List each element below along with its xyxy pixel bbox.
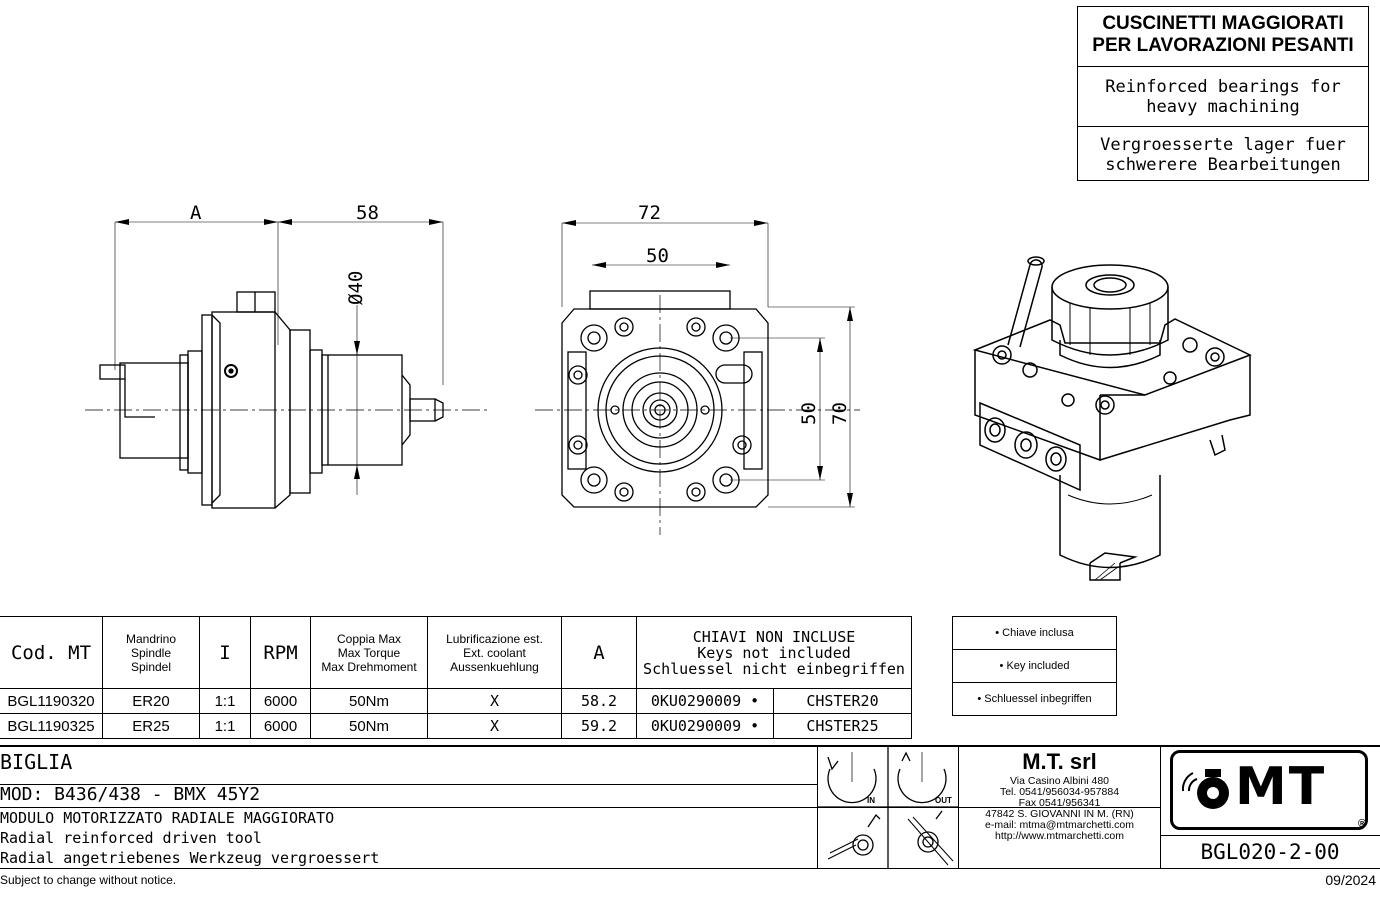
header-a: A <box>561 616 637 689</box>
spec-table: Cod. MT Mandrino Spindle Spindel I RPM C… <box>0 616 912 739</box>
front-view-drawing: 72 50 50 70 <box>535 202 860 535</box>
divider <box>958 745 959 868</box>
header-spindle-de: Spindel <box>130 659 172 674</box>
title-de-line2: schwerere Bearbeitungen <box>1105 155 1341 175</box>
header-spindle: Mandrino Spindle Spindel <box>102 616 200 689</box>
company-phone: Tel. 0541/956034-957884 <box>999 786 1120 798</box>
header-keys-it: CHIAVI NON INCLUSE <box>692 627 856 646</box>
registered-mark: ® <box>1358 818 1367 830</box>
divider <box>0 807 1160 808</box>
company-email: e-mail: mtma@mtmarchetti.com <box>985 819 1134 831</box>
description-it: MODULO MOTORIZZATO RADIALE MAGGIORATO <box>0 809 335 827</box>
rotation-out-arrow-icon <box>901 751 911 762</box>
title-english: Reinforced bearings for heavy machining <box>1078 67 1368 127</box>
row2-cod: BGL1190325 <box>0 713 103 739</box>
change-notice: Subject to change without notice. <box>0 873 177 887</box>
row1-ratio: 1:1 <box>199 688 251 714</box>
row2-spindle: ER25 <box>102 713 200 739</box>
drawing-code: BGL020-2-00 <box>1200 840 1340 864</box>
company-website: http://www.mtmarchetti.com <box>995 830 1124 842</box>
rotation-in-arrow-icon <box>827 756 839 771</box>
row1-a: 58.2 <box>561 688 637 714</box>
mt-logo-emblem-icon <box>1181 769 1229 809</box>
dim-a-label: A <box>190 202 202 224</box>
header-keys-en: Keys not included <box>697 643 851 662</box>
header-ratio: I <box>199 616 251 689</box>
machine-name: BIGLIA <box>0 750 73 774</box>
bottom-block-top-border <box>0 745 1380 747</box>
mt-logo-text: MT <box>1235 757 1327 817</box>
row2-a: 59.2 <box>561 713 637 739</box>
row1-coolant: X <box>427 688 562 714</box>
title-it-line2: PER LAVORAZIONI PESANTI <box>1092 35 1354 56</box>
table-row: BGL1190320 ER20 1:1 6000 50Nm X 58.2 0KU… <box>0 688 912 714</box>
row2-torque: 50Nm <box>310 713 428 739</box>
dim-58-label: 58 <box>356 202 379 224</box>
divider <box>1160 745 1161 868</box>
side-view-drawing: A 58 Ø40 <box>85 202 490 509</box>
header-coolant-en: Ext. coolant <box>463 645 526 660</box>
header-cod: Cod. MT <box>0 616 103 689</box>
header-spindle-it: Mandrino <box>125 631 177 646</box>
isometric-view-drawing <box>972 256 1252 581</box>
divider <box>0 868 1380 869</box>
title-en-line2: heavy machining <box>1146 97 1300 117</box>
legend-it: • Chiave inclusa <box>953 617 1116 650</box>
legend-de: • Schluessel inbegriffen <box>977 693 1092 705</box>
description-de: Radial angetriebenes Werkzeug vergroesse… <box>0 849 380 867</box>
title-german: Vergroesserte lager fuer schwerere Bearb… <box>1078 127 1368 182</box>
header-keys: CHIAVI NON INCLUSE Keys not included Sch… <box>636 616 912 689</box>
header-coolant: Lubrificazione est. Ext. coolant Aussenk… <box>427 616 562 689</box>
rotation-in-label: IN <box>867 796 875 805</box>
row2-rpm: 6000 <box>250 713 311 739</box>
rotation-out-label: OUT <box>935 796 952 805</box>
title-box: CUSCINETTI MAGGIORATI PER LAVORAZIONI PE… <box>1077 6 1369 181</box>
key-legend: • Chiave inclusa • Key included • Schlue… <box>952 616 1117 716</box>
title-de-line1: Vergroesserte lager fuer <box>1100 135 1346 155</box>
dim-50-top-label: 50 <box>646 245 669 267</box>
header-rpm: RPM <box>250 616 311 689</box>
divider <box>0 784 817 785</box>
title-it-line1: CUSCINETTI MAGGIORATI <box>1102 13 1344 34</box>
row2-ratio: 1:1 <box>199 713 251 739</box>
legend-en: • Key included <box>953 650 1116 683</box>
row1-key1: 0KU0290009 • <box>636 688 774 714</box>
header-coolant-it: Lubrificazione est. <box>446 631 543 646</box>
model-name: MOD: B436/438 - BMX 45Y2 <box>0 784 261 805</box>
dim-72-label: 72 <box>638 202 661 224</box>
header-torque-de: Max Drehmoment <box>321 659 417 674</box>
row2-key1: 0KU0290009 • <box>636 713 774 739</box>
header-torque-it: Coppia Max <box>336 631 402 646</box>
divider <box>1160 835 1380 836</box>
description-en: Radial reinforced driven tool <box>0 829 262 847</box>
header-torque: Coppia Max Max Torque Max Drehmoment <box>310 616 428 689</box>
header-keys-de: Schluessel nicht einbegriffen <box>643 659 905 678</box>
company-city: 47842 S. GIOVANNI IN M. (RN) <box>985 808 1134 820</box>
company-block: M.T. srl Via Casino Albini 480 Tel. 0541… <box>959 748 1160 842</box>
rotation-icons: IN OUT <box>818 747 958 868</box>
row1-spindle: ER20 <box>102 688 200 714</box>
table-row: BGL1190325 ER25 1:1 6000 50Nm X 59.2 0KU… <box>0 713 912 739</box>
company-address: Via Casino Albini 480 <box>1009 775 1110 787</box>
company-name: M.T. srl <box>1022 749 1097 774</box>
row2-coolant: X <box>427 713 562 739</box>
dim-50-right-label: 50 <box>798 402 820 425</box>
dim-70-label: 70 <box>829 402 851 425</box>
drawing-date: 09/2024 <box>1325 872 1376 888</box>
row1-key2: CHSTER20 <box>773 688 912 714</box>
company-fax: Fax 0541/956341 <box>1018 797 1101 809</box>
table-header-row: Cod. MT Mandrino Spindle Spindel I RPM C… <box>0 616 912 689</box>
row1-rpm: 6000 <box>250 688 311 714</box>
divider <box>817 745 818 868</box>
row1-torque: 50Nm <box>310 688 428 714</box>
header-coolant-de: Aussenkuehlung <box>450 659 539 674</box>
row2-key2: CHSTER25 <box>773 713 912 739</box>
row1-cod: BGL1190320 <box>0 688 103 714</box>
header-torque-en: Max Torque <box>337 645 401 660</box>
title-italian: CUSCINETTI MAGGIORATI PER LAVORAZIONI PE… <box>1078 7 1368 67</box>
mt-logo: MT <box>1170 750 1368 830</box>
title-en-line1: Reinforced bearings for <box>1105 77 1341 97</box>
dim-dia40-label: Ø40 <box>345 271 367 305</box>
header-spindle-en: Spindle <box>130 645 172 660</box>
